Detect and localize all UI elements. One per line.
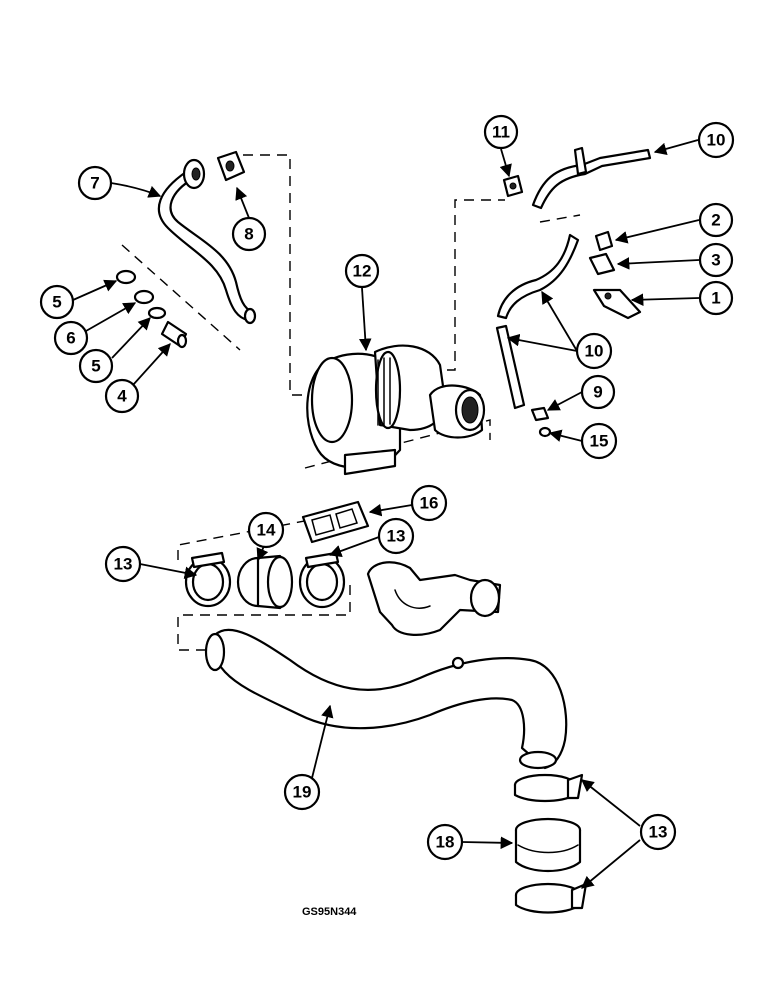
- svg-text:2: 2: [711, 211, 720, 230]
- elbow-pipe: [366, 561, 502, 636]
- callout-5-lower: 5: [78, 348, 114, 384]
- svg-text:3: 3: [711, 251, 720, 270]
- callout-14: 14: [247, 511, 285, 549]
- svg-text:7: 7: [90, 174, 99, 193]
- hose-clamp-part-13-right: [298, 551, 346, 609]
- svg-text:1: 1: [711, 289, 720, 308]
- svg-text:6: 6: [66, 329, 75, 348]
- figure-code: GS95N344: [302, 906, 357, 918]
- callout-19: 19: [283, 773, 321, 811]
- svg-text:18: 18: [436, 833, 455, 852]
- callout-5-upper: 5: [39, 284, 75, 320]
- svg-text:13: 13: [387, 527, 406, 546]
- callout-12: 12: [344, 253, 380, 289]
- oil-tube-part-7: [157, 158, 257, 325]
- svg-text:10: 10: [707, 131, 726, 150]
- nut-part-15: [538, 426, 552, 438]
- callout-1: 1: [698, 280, 734, 316]
- callout-3: 3: [698, 242, 734, 278]
- svg-text:12: 12: [353, 262, 372, 281]
- svg-text:8: 8: [244, 225, 253, 244]
- svg-text:13: 13: [649, 823, 668, 842]
- svg-text:13: 13: [114, 555, 133, 574]
- hose-clamp-part-13-left: [184, 551, 232, 608]
- gasket-part-8: [216, 150, 246, 182]
- leader-lines: [72, 139, 700, 889]
- nut-part-9: [530, 406, 550, 422]
- callout-2: 2: [698, 202, 734, 238]
- callout-18: 18: [426, 823, 464, 861]
- clip-parts-1-2-3: [588, 230, 642, 320]
- coupling-part-14: [236, 554, 294, 610]
- svg-text:15: 15: [590, 432, 609, 451]
- callout-9: 9: [580, 374, 616, 410]
- callout-10-lower: 10: [575, 332, 613, 370]
- turbocharger-part-12: [306, 344, 486, 476]
- callout-13-right: 13: [377, 517, 415, 555]
- svg-text:5: 5: [91, 357, 100, 376]
- callout-13-bottom: 13: [639, 813, 677, 851]
- callout-10-upper: 10: [697, 121, 735, 159]
- oil-feed-tube-lower-part-10: [495, 233, 580, 410]
- oil-feed-tube-upper-part-10: [531, 146, 652, 210]
- callout-16: 16: [410, 484, 448, 522]
- svg-text:19: 19: [293, 783, 312, 802]
- gasket-part-11: [502, 174, 524, 198]
- svg-text:9: 9: [593, 383, 602, 402]
- callout-13-left: 13: [104, 545, 142, 583]
- svg-text:4: 4: [117, 387, 127, 406]
- svg-text:11: 11: [492, 123, 510, 142]
- callout-4: 4: [104, 378, 140, 414]
- fittings-parts-4-5-6: [115, 269, 188, 349]
- coupling-part-18: [514, 817, 582, 872]
- gasket-part-16: [301, 500, 370, 544]
- svg-text:14: 14: [257, 521, 276, 540]
- callout-6: 6: [53, 320, 89, 356]
- hose-clamp-part-13-bottom-lower: [514, 882, 588, 914]
- svg-text:10: 10: [585, 342, 604, 361]
- svg-text:5: 5: [52, 293, 61, 312]
- svg-text:16: 16: [420, 494, 439, 513]
- callout-15: 15: [580, 422, 618, 460]
- callout-7: 7: [77, 165, 113, 201]
- callout-11: 11: [483, 114, 519, 150]
- intake-pipe-part-19: [204, 628, 568, 770]
- hose-clamp-part-13-bottom-upper: [513, 773, 584, 803]
- callout-8: 8: [231, 216, 267, 252]
